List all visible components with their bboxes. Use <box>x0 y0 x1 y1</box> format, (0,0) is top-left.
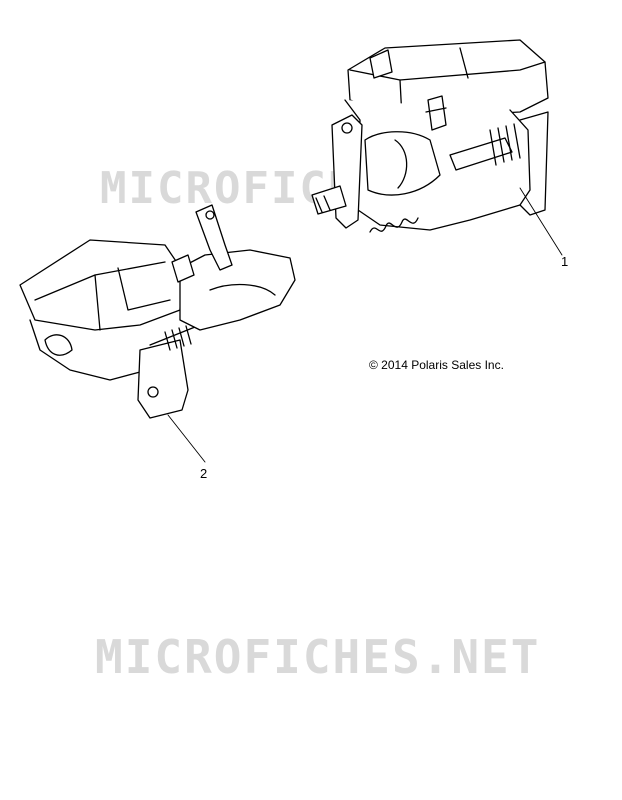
copyright-notice: © 2014 Polaris Sales Inc. <box>369 358 504 372</box>
callout-label-2: 2 <box>200 466 208 481</box>
caliper-assembly-1 <box>311 39 563 256</box>
watermark-bottom: MICROFICHES.NET <box>95 630 541 684</box>
callout-label-1: 1 <box>561 254 569 269</box>
caliper-assembly-2 <box>19 204 296 463</box>
